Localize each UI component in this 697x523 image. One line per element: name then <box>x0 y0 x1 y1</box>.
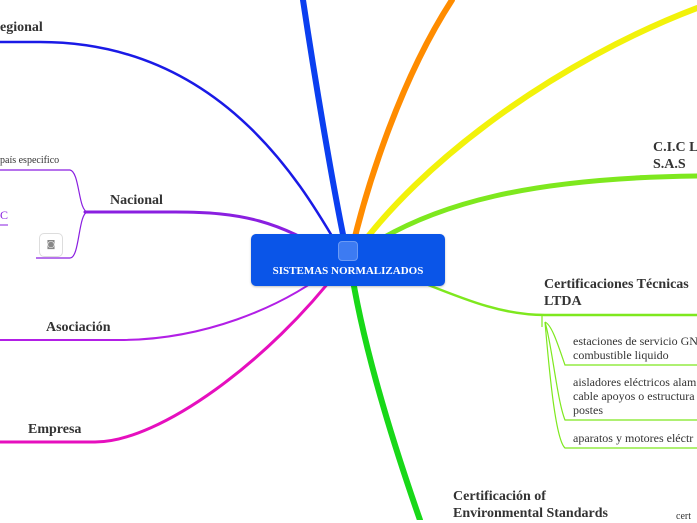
connector-yellow <box>349 5 697 261</box>
connector-orange <box>347 0 455 261</box>
subtopic-pais-especifico[interactable]: país especifico <box>0 155 60 166</box>
topic-nacional[interactable]: Nacional <box>110 193 163 208</box>
topic-certificacion-environmental[interactable]: Certificación of Environmental Standards <box>453 489 608 521</box>
topic-empresa[interactable]: Empresa <box>28 422 82 437</box>
camera-button[interactable]: ◙ <box>39 233 63 257</box>
subtopic-estaciones-servicio[interactable]: estaciones de servicio GN combustible li… <box>573 334 697 362</box>
connector-regional <box>0 40 347 260</box>
topic-regional[interactable]: egional <box>0 20 43 35</box>
connector-cert-children <box>541 315 697 449</box>
subtopic-aisladores-electricos[interactable]: aisladores eléctricos alam cable apoyos … <box>573 375 697 417</box>
topic-cic[interactable]: C.I.C L S.A.S <box>653 140 697 172</box>
connector-top-blue <box>300 0 351 261</box>
camera-icon: ◙ <box>46 240 56 250</box>
topic-certificaciones-tecnicas[interactable]: Certificaciones Técnicas LTDA <box>544 277 689 309</box>
connector-green <box>347 259 423 520</box>
topic-asociacion[interactable]: Asociación <box>46 320 111 335</box>
central-topic-label: SISTEMAS NORMALIZADOS <box>272 265 424 277</box>
subtopic-aparatos-motores[interactable]: aparatos y motores eléctr <box>573 431 694 445</box>
subtopic-cert-fragment[interactable]: cert <box>676 511 691 522</box>
connector-empresa <box>0 266 342 444</box>
connector-nacional-children <box>0 169 89 259</box>
subtopic-c-fragment[interactable]: C <box>0 208 9 222</box>
image-icon <box>338 241 358 261</box>
central-topic[interactable]: SISTEMAS NORMALIZADOS <box>251 234 445 286</box>
